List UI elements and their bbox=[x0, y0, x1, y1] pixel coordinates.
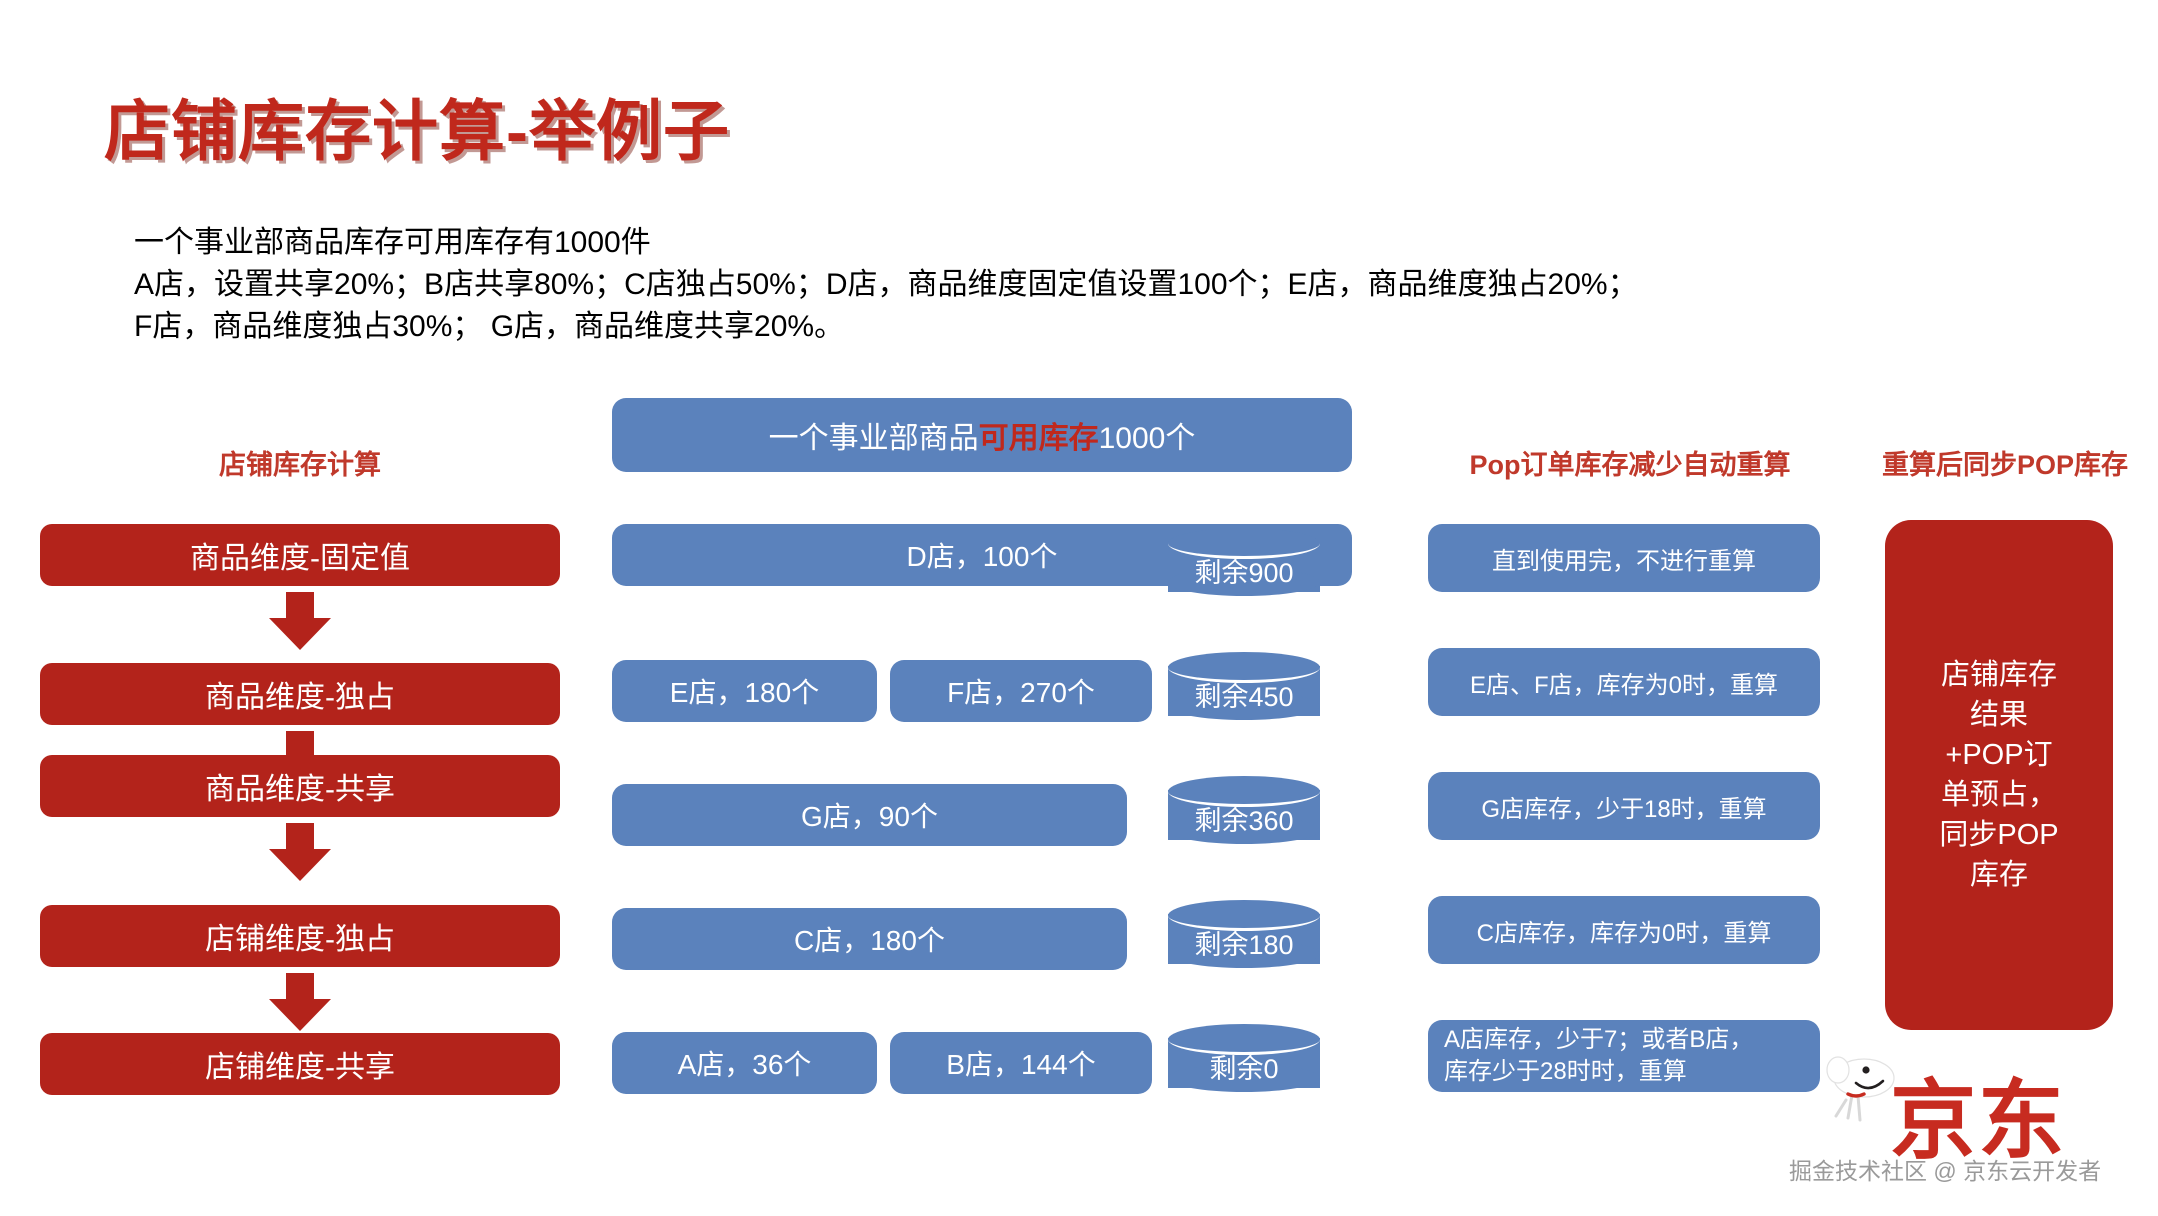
banner-highlight: 可用库存 bbox=[978, 422, 1099, 455]
remaining-label-2: 剩余450 bbox=[1194, 681, 1294, 712]
column-header-pop: Pop订单库存减少自动重算 bbox=[1469, 450, 1791, 480]
calc-step-1[interactable]: 商品维度-固定值 bbox=[40, 524, 560, 586]
allocation-box-f[interactable]: F店，270个 bbox=[890, 660, 1152, 722]
recalc-rule-2[interactable]: E店、F店，库存为0时，重算 bbox=[1428, 648, 1820, 716]
allocation-box-g[interactable]: G店，90个 bbox=[612, 784, 1127, 846]
remaining-label-3: 剩余360 bbox=[1194, 805, 1294, 836]
column-header-sync: 重算后同步POP库存 bbox=[1881, 450, 2129, 480]
remaining-label-4: 剩余180 bbox=[1194, 929, 1294, 960]
flow-arrow-4 bbox=[269, 973, 331, 1031]
allocation-box-c[interactable]: C店，180个 bbox=[612, 908, 1127, 970]
calc-step-5[interactable]: 店铺维度-共享 bbox=[40, 1033, 560, 1095]
flow-arrow-3 bbox=[269, 823, 331, 881]
remaining-cylinder-1: 剩余900 bbox=[1168, 528, 1320, 604]
result-line-6: 库存 bbox=[1969, 859, 2028, 891]
recalc-rule-1[interactable]: 直到使用完，不进行重算 bbox=[1428, 524, 1820, 592]
allocation-box-b[interactable]: B店，144个 bbox=[890, 1032, 1152, 1094]
result-line-3: +POP订 bbox=[1945, 739, 2053, 771]
description-block: 一个事业部商品库存可用库存有1000件 A店，设置共享20%；B店共享80%；C… bbox=[134, 222, 1638, 348]
recalc-rule-4[interactable]: C店库存，库存为0时，重算 bbox=[1428, 896, 1820, 964]
remaining-label-1: 剩余900 bbox=[1194, 557, 1294, 588]
page-title: 店铺库存计算-举例子 bbox=[104, 94, 730, 168]
description-line-3: F店，商品维度独占30%； G店，商品维度共享20%。 bbox=[134, 310, 845, 343]
flow-arrow-1 bbox=[269, 592, 331, 650]
result-summary-box[interactable]: 店铺库存 结果 +POP订 单预占， 同步POP 库存 bbox=[1885, 520, 2113, 1030]
remaining-label-5: 剩余0 bbox=[1209, 1053, 1279, 1084]
calc-step-4[interactable]: 店铺维度-独占 bbox=[40, 905, 560, 967]
remaining-cylinder-5: 剩余0 bbox=[1168, 1024, 1320, 1100]
banner-prefix: 一个事业部商品 bbox=[768, 422, 979, 455]
allocation-box-a[interactable]: A店，36个 bbox=[612, 1032, 877, 1094]
result-line-1: 店铺库存 bbox=[1940, 659, 2057, 691]
allocation-box-e[interactable]: E店，180个 bbox=[612, 660, 877, 722]
calc-step-2[interactable]: 商品维度-独占 bbox=[40, 663, 560, 725]
recalc-rule-3[interactable]: G店库存，少于18时，重算 bbox=[1428, 772, 1820, 840]
watermark-text: 掘金技术社区 @ 京东云开发者 bbox=[1789, 1158, 2102, 1184]
column-header-calc: 店铺库存计算 bbox=[219, 450, 381, 480]
remaining-cylinder-3: 剩余360 bbox=[1168, 776, 1320, 852]
result-line-4: 单预占， bbox=[1940, 779, 2057, 811]
remaining-cylinder-4: 剩余180 bbox=[1168, 900, 1320, 976]
description-line-2: A店，设置共享20%；B店共享80%；C店独占50%；D店，商品维度固定值设置1… bbox=[134, 268, 1638, 301]
remaining-cylinder-2: 剩余450 bbox=[1168, 652, 1320, 728]
result-line-2: 结果 bbox=[1969, 699, 2028, 731]
recalc-rule-5-line-1: A店库存，少于7；或者B店， bbox=[1444, 1026, 1754, 1053]
recalc-rule-5[interactable]: A店库存，少于7；或者B店， 库存少于28时时，重算 bbox=[1428, 1020, 1820, 1092]
result-line-5: 同步POP bbox=[1939, 819, 2059, 851]
banner-suffix: 1000个 bbox=[1098, 422, 1196, 455]
jd-logo-text: 京东 bbox=[1890, 1073, 2066, 1169]
recalc-rule-5-line-2: 库存少于28时时，重算 bbox=[1444, 1058, 1687, 1085]
jd-dog-mascot-icon bbox=[1826, 1056, 1895, 1122]
calc-step-3[interactable]: 商品维度-共享 bbox=[40, 755, 560, 817]
description-line-1: 一个事业部商品库存可用库存有1000件 bbox=[134, 226, 651, 259]
